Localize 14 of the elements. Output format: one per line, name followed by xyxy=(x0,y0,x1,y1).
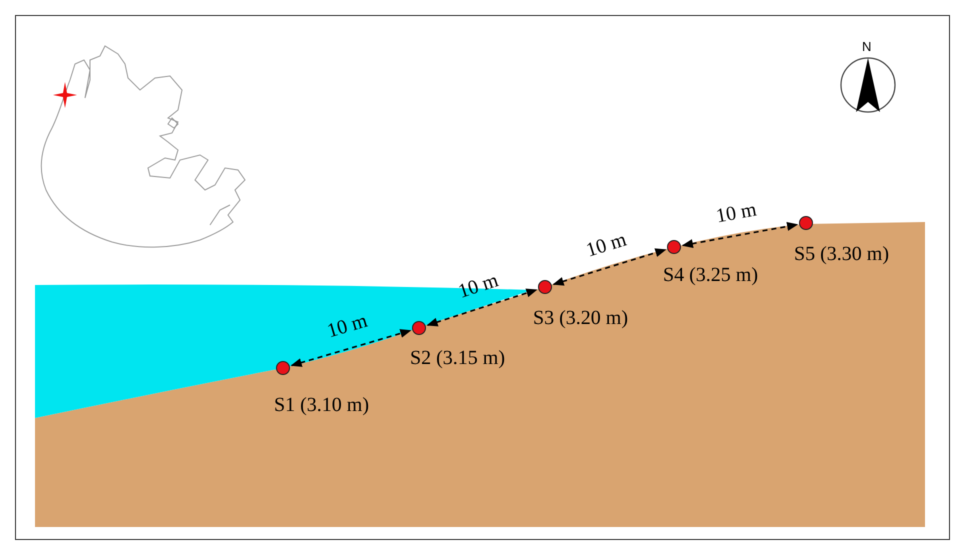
edge-label: 10 m xyxy=(456,270,501,302)
distance-arrow xyxy=(552,248,666,286)
edge-label: 10 m xyxy=(325,310,370,342)
edge-label: 10 m xyxy=(583,229,628,261)
station-label: S1 (3.10 m) xyxy=(274,393,369,418)
station-label: S3 (3.20 m) xyxy=(533,306,628,331)
station-label: S2 (3.15 m) xyxy=(410,346,505,371)
station-label: S5 (3.30 m) xyxy=(794,242,889,267)
distance-arrow xyxy=(682,222,798,248)
station-label: S4 (3.25 m) xyxy=(663,263,758,288)
distance-arrow xyxy=(426,288,538,326)
north-label: N xyxy=(862,40,872,53)
edge-label: 10 m xyxy=(714,200,758,226)
distance-arrow xyxy=(290,329,412,367)
